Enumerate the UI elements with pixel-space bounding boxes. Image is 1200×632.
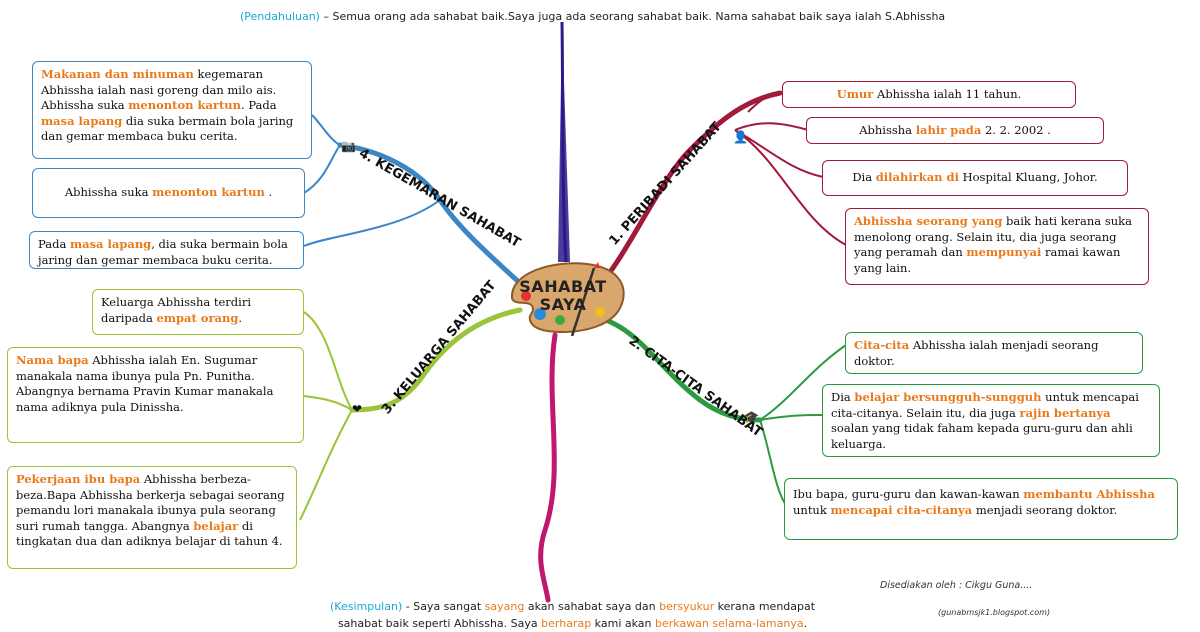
center-title-line2: SAYA (508, 296, 618, 314)
blog-url: (gunabmsjk1.blogspot.com) (938, 608, 1050, 617)
center-title-line1: SAHABAT (508, 278, 618, 296)
box-makanan: Makanan dan minuman kegemaran Abhissha i… (32, 61, 312, 159)
bottom-connector (541, 335, 555, 600)
box-lahir: Abhissha lahir pada 2. 2. 2002 . (806, 117, 1104, 144)
branch-4-connector (340, 145, 522, 285)
box-umur: Umur Abhissha ialah 11 tahun. (782, 81, 1076, 108)
box-menonton: Abhissha suka menonton kartun . (32, 168, 305, 218)
branch-1-connector (600, 93, 780, 285)
box-nama-bapa: Nama bapa Abhissha ialah En. Sugumar man… (7, 347, 304, 443)
box-cita-cita: Cita-cita Abhissha ialah menjadi seorang… (845, 332, 1143, 374)
box-belajar: Dia belajar bersungguh-sungguh untuk men… (822, 384, 1160, 457)
introduction-text: – Semua orang ada sahabat baik.Saya juga… (320, 10, 945, 23)
camera-icon: 📷 (341, 139, 356, 153)
conclusion: (Kesimpulan) - Saya sangat sayang akan s… (330, 598, 815, 632)
center-title: SAHABAT SAYA (508, 278, 618, 314)
author-credit: Disediakan oleh : Cikgu Guna.... (880, 580, 1032, 591)
box-dilahirkan: Dia dilahirkan di Hospital Kluang, Johor… (822, 160, 1128, 196)
box-sikap: Abhissha seorang yang baik hati kerana s… (845, 208, 1149, 285)
conclusion-line1: (Kesimpulan) - Saya sangat sayang akan s… (330, 598, 815, 615)
box-membantu: Ibu bapa, guru-guru dan kawan-kawan memb… (784, 478, 1178, 540)
box-masa-lapang: Pada masa lapang, dia suka bermain bola … (29, 231, 304, 269)
introduction-line: (Pendahuluan) – Semua orang ada sahabat … (240, 10, 945, 23)
person-icon: 👤 (733, 130, 748, 144)
graduate-icon: 🎓 (744, 410, 759, 424)
heart-icon: ❤ (352, 402, 362, 416)
conclusion-line2: sahabat baik seperti Abhissha. Saya berh… (330, 615, 815, 632)
box-keluarga: Keluarga Abhissha terdiri daripada empat… (92, 289, 304, 335)
introduction-tag: (Pendahuluan) (240, 10, 320, 23)
box-pekerjaan: Pekerjaan ibu bapa Abhissha berbeza-beza… (7, 466, 297, 569)
